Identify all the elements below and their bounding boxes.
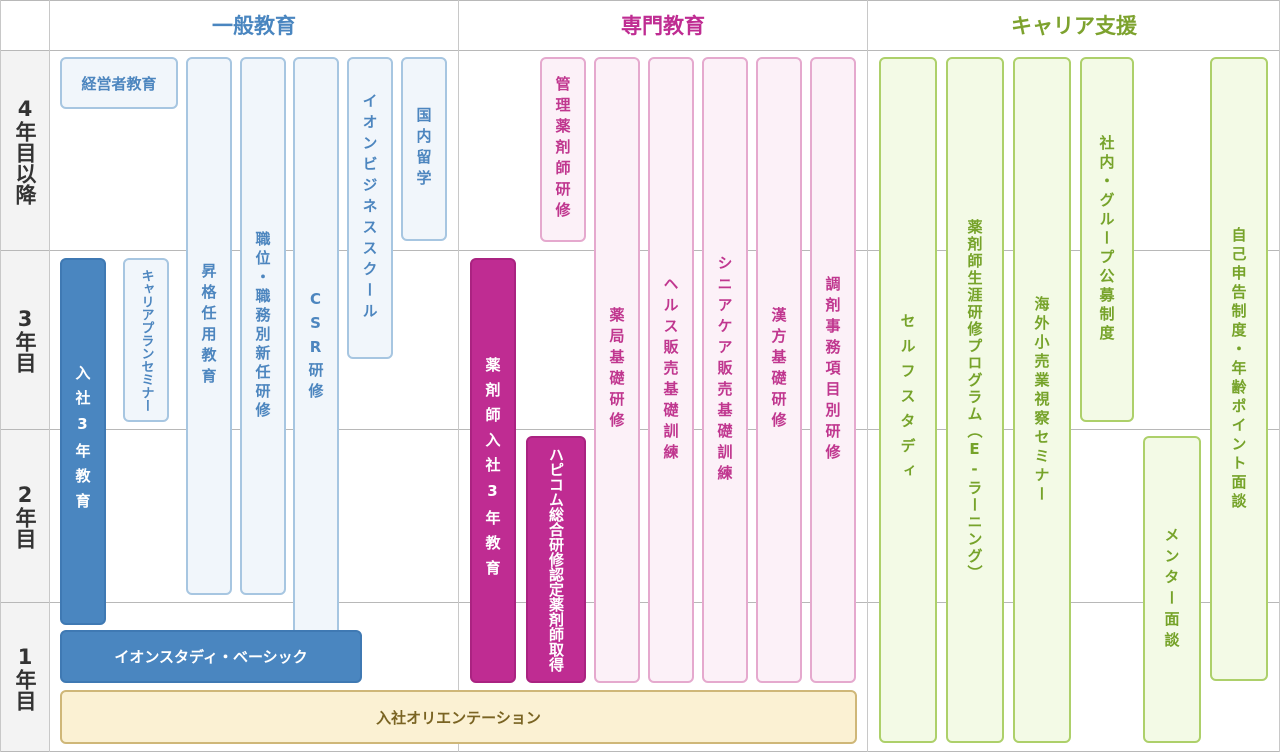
kanri-yakuzaishi-kenshu-box: 管理薬剤師研修 [540,57,586,242]
kokunai-ryugaku-label: 国内留学 [414,107,433,191]
kanri-yakuzaishi-kenshu-label: 管理薬剤師研修 [553,76,572,223]
hapicom-line1: ハピコム総合研修 [547,447,565,567]
row-label-year2: 2年目 [0,430,49,602]
yakuzaishi-nyusha-3nen-kyoiku-label: 薬剤師入社3年教育 [483,356,502,585]
header-general-education: 一般教育 [212,14,296,38]
row-label-year1-text: 1年目 [13,644,37,711]
grid-line [0,602,1280,603]
row-label-year1: 1年目 [0,603,49,752]
nyusha-3nen-kyoiku-label: 入社3年教育 [73,365,92,518]
hapicom-line2: 認定薬剤師取得 [547,567,565,672]
keieisha-kyoiku-box: 経営者教育 [60,57,178,109]
aeon-study-basic-label: イオンスタディ・ベーシック [114,648,308,666]
row-label-year3-text: 3年目 [13,307,37,373]
career-plan-seminar-label: キャリアプランセミナー [138,268,154,412]
grid-line [0,0,1280,1]
nyusha-orientation-label: 入社オリエンテーション [376,708,541,727]
yakuzaishi-shogai-kenshu-elearning-label: 薬剤師生涯研修プログラム（E-ラーニング） [965,218,984,582]
grid-line [0,429,1280,430]
yakkyoku-kiso-kenshu-label: 薬局基礎研修 [607,307,626,433]
senior-care-hanbai-kiso-kunren-label: シニアケア販売基礎訓練 [715,254,734,486]
kampo-kiso-kenshu-label: 漢方基礎研修 [769,307,788,433]
row-label-year4-text: 4年目以降 [13,96,37,205]
shokui-shokumu-shinnin-label: 職位・職務別新任研修 [253,231,272,421]
nyusha-3nen-kyoiku-box: 入社3年教育 [60,258,106,625]
nyusha-orientation-box: 入社オリエンテーション [60,690,857,744]
kaigai-kouri-shisatsu-seminar-box: 海外小売業視察セミナー [1013,57,1071,743]
health-hanbai-kiso-kunren-box: ヘルス販売基礎訓練 [648,57,694,683]
grid-line [867,0,868,752]
self-study-label: セルフスタディ [898,312,917,488]
kokunai-ryugaku-box: 国内留学 [401,57,447,241]
grid-line [0,0,1,752]
grid-line [0,250,1280,251]
kaigai-kouri-shisatsu-seminar-label: 海外小売業視察セミナー [1032,295,1051,505]
career-plan-seminar-box: キャリアプランセミナー [123,258,169,422]
row-label-year3: 3年目 [0,251,49,429]
aeon-business-school-label: イオンビジネススクール [360,92,379,324]
shanai-group-kobo-seido-box: 社内・グループ公募制度 [1080,57,1134,422]
yakkyoku-kiso-kenshu-box: 薬局基礎研修 [594,57,640,683]
aeon-study-basic-box: イオンスタディ・ベーシック [60,630,362,683]
csr-kenshu-label: CSR研修 [306,290,325,404]
jiko-shinkoku-seido-label: 自己申告制度・年齢ポイント面談 [1229,226,1248,512]
aeon-business-school-box: イオンビジネススクール [347,57,393,359]
senior-care-hanbai-kiso-kunren-box: シニアケア販売基礎訓練 [702,57,748,683]
yakuzaishi-nyusha-3nen-kyoiku-box: 薬剤師入社3年教育 [470,258,516,683]
header-career-support: キャリア支援 [1011,14,1137,38]
csr-kenshu-box: CSR研修 [293,57,339,637]
health-hanbai-kiso-kunren-label: ヘルス販売基礎訓練 [661,275,680,465]
chozai-jimu-kenshu-label: 調剤事務項目別研修 [823,275,842,465]
hapicom-sogo-kenshu-box: ハピコム総合研修 認定薬剤師取得 [526,436,586,683]
chozai-jimu-kenshu-box: 調剤事務項目別研修 [810,57,856,683]
shokaku-ninyo-kyoiku-box: 昇格任用教育 [186,57,232,595]
mentor-mendan-box: メンター面談 [1143,436,1201,743]
keieisha-kyoiku-label: 経営者教育 [81,74,157,93]
mentor-mendan-label: メンター面談 [1162,526,1181,653]
self-study-box: セルフスタディ [879,57,937,743]
shanai-group-kobo-seido-label: 社内・グループ公募制度 [1097,135,1116,344]
shokui-shokumu-shinnin-box: 職位・職務別新任研修 [240,57,286,595]
shokaku-ninyo-kyoiku-label: 昇格任用教育 [199,263,218,389]
header-specialty-education: 専門教育 [621,14,705,38]
yakuzaishi-shogai-kenshu-elearning-box: 薬剤師生涯研修プログラム（E-ラーニング） [946,57,1004,743]
kampo-kiso-kenshu-box: 漢方基礎研修 [756,57,802,683]
jiko-shinkoku-seido-box: 自己申告制度・年齢ポイント面談 [1210,57,1268,681]
row-label-year2-text: 2年目 [13,483,37,549]
row-label-year4: 4年目以降 [0,51,49,250]
grid-line [0,50,1280,51]
grid-line [49,0,50,752]
grid-line [458,0,459,752]
